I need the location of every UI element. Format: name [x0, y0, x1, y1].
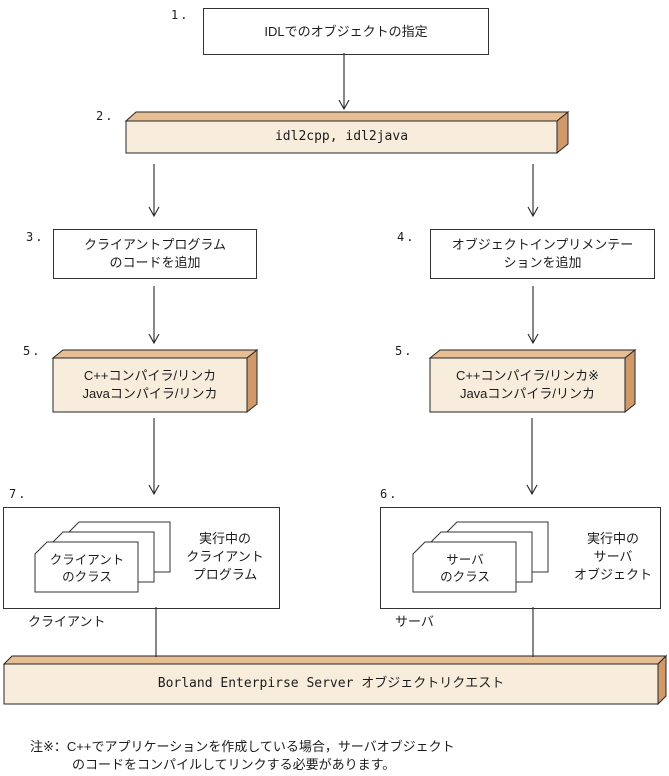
box-client-program-code-line1: クライアントプログラム [83, 237, 227, 252]
compiler-left-line2: Javaコンパイラ/リンカ [82, 386, 218, 401]
box-object-implementation-line1: オブジェクトインプリメンテー [451, 237, 634, 252]
box-client-program-code-line2: のコードを追加 [109, 255, 201, 270]
bus-label: Borland Enterpirse Server オブジェクトリクエスト [157, 676, 505, 691]
compiler-right-front-face [429, 357, 626, 413]
box-client-program-code: クライアントプログラム のコードを追加 [53, 229, 257, 279]
compiler-left-line1: C++コンパイラ/リンカ [83, 368, 217, 383]
step-label-3: 3. [26, 230, 45, 244]
compiler-left-text: C++コンパイラ/リンカ Javaコンパイラ/リンカ [53, 358, 247, 412]
arrow-1-to-2 [338, 53, 350, 111]
compiler-right-side-face [624, 348, 636, 414]
step-label-5-left: 5. [23, 344, 42, 358]
box-idl-object-spec: IDLでのオブジェクトの指定 [203, 8, 489, 55]
server-runtime-desc-line3: オブジェクト [573, 567, 652, 582]
footnote-line1: 注※：C++でアプリケーションを作成している場合，サーバオブジェクト [30, 739, 455, 754]
step-label-6: 6. [380, 487, 399, 501]
compiler-right-text: C++コンパイラ/リンカ※ Javaコンパイラ/リンカ [430, 358, 625, 412]
compiler-left-top-face [51, 349, 259, 359]
arrow-5-to-7 [148, 418, 160, 496]
server-class-card-front [412, 541, 517, 593]
arrow-2-to-4 [527, 164, 539, 218]
box-object-implementation: オブジェクトインプリメンテー ションを追加 [430, 229, 655, 279]
step-label-2: 2. [96, 109, 115, 123]
client-class-card-front [34, 541, 139, 593]
server-caption: サーバ [395, 614, 434, 629]
footnote-line2: のコードをコンパイルしてリンクする必要があります。 [72, 757, 396, 772]
arrow-3-to-5 [148, 286, 160, 345]
server-class-line1: サーバ [446, 553, 484, 567]
server-class-line2: のクラス [440, 570, 490, 584]
idl2-top-face [124, 111, 570, 122]
compiler-right-line2: Javaコンパイラ/リンカ [459, 386, 596, 401]
step-label-5-right: 5. [395, 344, 414, 358]
step-label-4: 4. [397, 230, 416, 244]
compiler-right-line1: C++コンパイラ/リンカ※ [455, 368, 600, 383]
threed-bus-bar [2, 654, 668, 706]
step-label-7: 7. [9, 487, 28, 501]
client-caption: クライアント [28, 614, 106, 629]
compiler-right-top-face [428, 349, 637, 359]
bus-side-face [657, 654, 667, 706]
idl2-tools-label: idl2cpp, idl2java [274, 129, 409, 144]
idl2-tools-text: idl2cpp, idl2java [126, 121, 557, 153]
client-class-line1: クライアント [49, 553, 125, 567]
bus-top-face [2, 655, 668, 665]
server-runtime-desc: 実行中の サーバ オブジェクト [560, 528, 666, 586]
client-class-stack [34, 521, 171, 593]
box-idl-object-spec-text: IDLでのオブジェクトの指定 [264, 23, 428, 39]
arrow-5-to-6 [526, 418, 538, 496]
threed-box-idl2 [124, 110, 570, 155]
client-class-card-text: クライアント のクラス [35, 546, 139, 592]
client-runtime-desc-line2: クライアント [186, 549, 264, 564]
bus-connectors [155, 607, 534, 657]
arrow-2-to-3 [148, 164, 160, 218]
bus-text: Borland Enterpirse Server オブジェクトリクエスト [4, 664, 658, 704]
threed-box-compiler-right [428, 348, 637, 414]
server-runtime-desc-line1: 実行中の [586, 531, 639, 546]
threed-box-compiler-left [51, 348, 259, 414]
compiler-left-front-face [52, 357, 248, 413]
client-runtime-desc-line3: プログラム [192, 567, 258, 582]
server-runtime-desc-line2: サーバ [593, 549, 633, 564]
server-class-card-text: サーバ のクラス [413, 546, 517, 592]
server-class-stack [412, 521, 549, 593]
arrow-4-to-5 [527, 286, 539, 345]
idl2-front-face [125, 120, 558, 154]
client-runtime-desc: 実行中の クライアント プログラム [172, 528, 278, 586]
bus-front-face [3, 663, 659, 705]
client-runtime-desc-line1: 実行中の [198, 531, 251, 546]
box-object-implementation-line2: ションを追加 [503, 255, 582, 270]
step-label-1: 1. [171, 8, 190, 22]
compiler-left-side-face [246, 348, 258, 414]
arrows [148, 53, 539, 496]
client-class-line2: のクラス [62, 570, 112, 584]
